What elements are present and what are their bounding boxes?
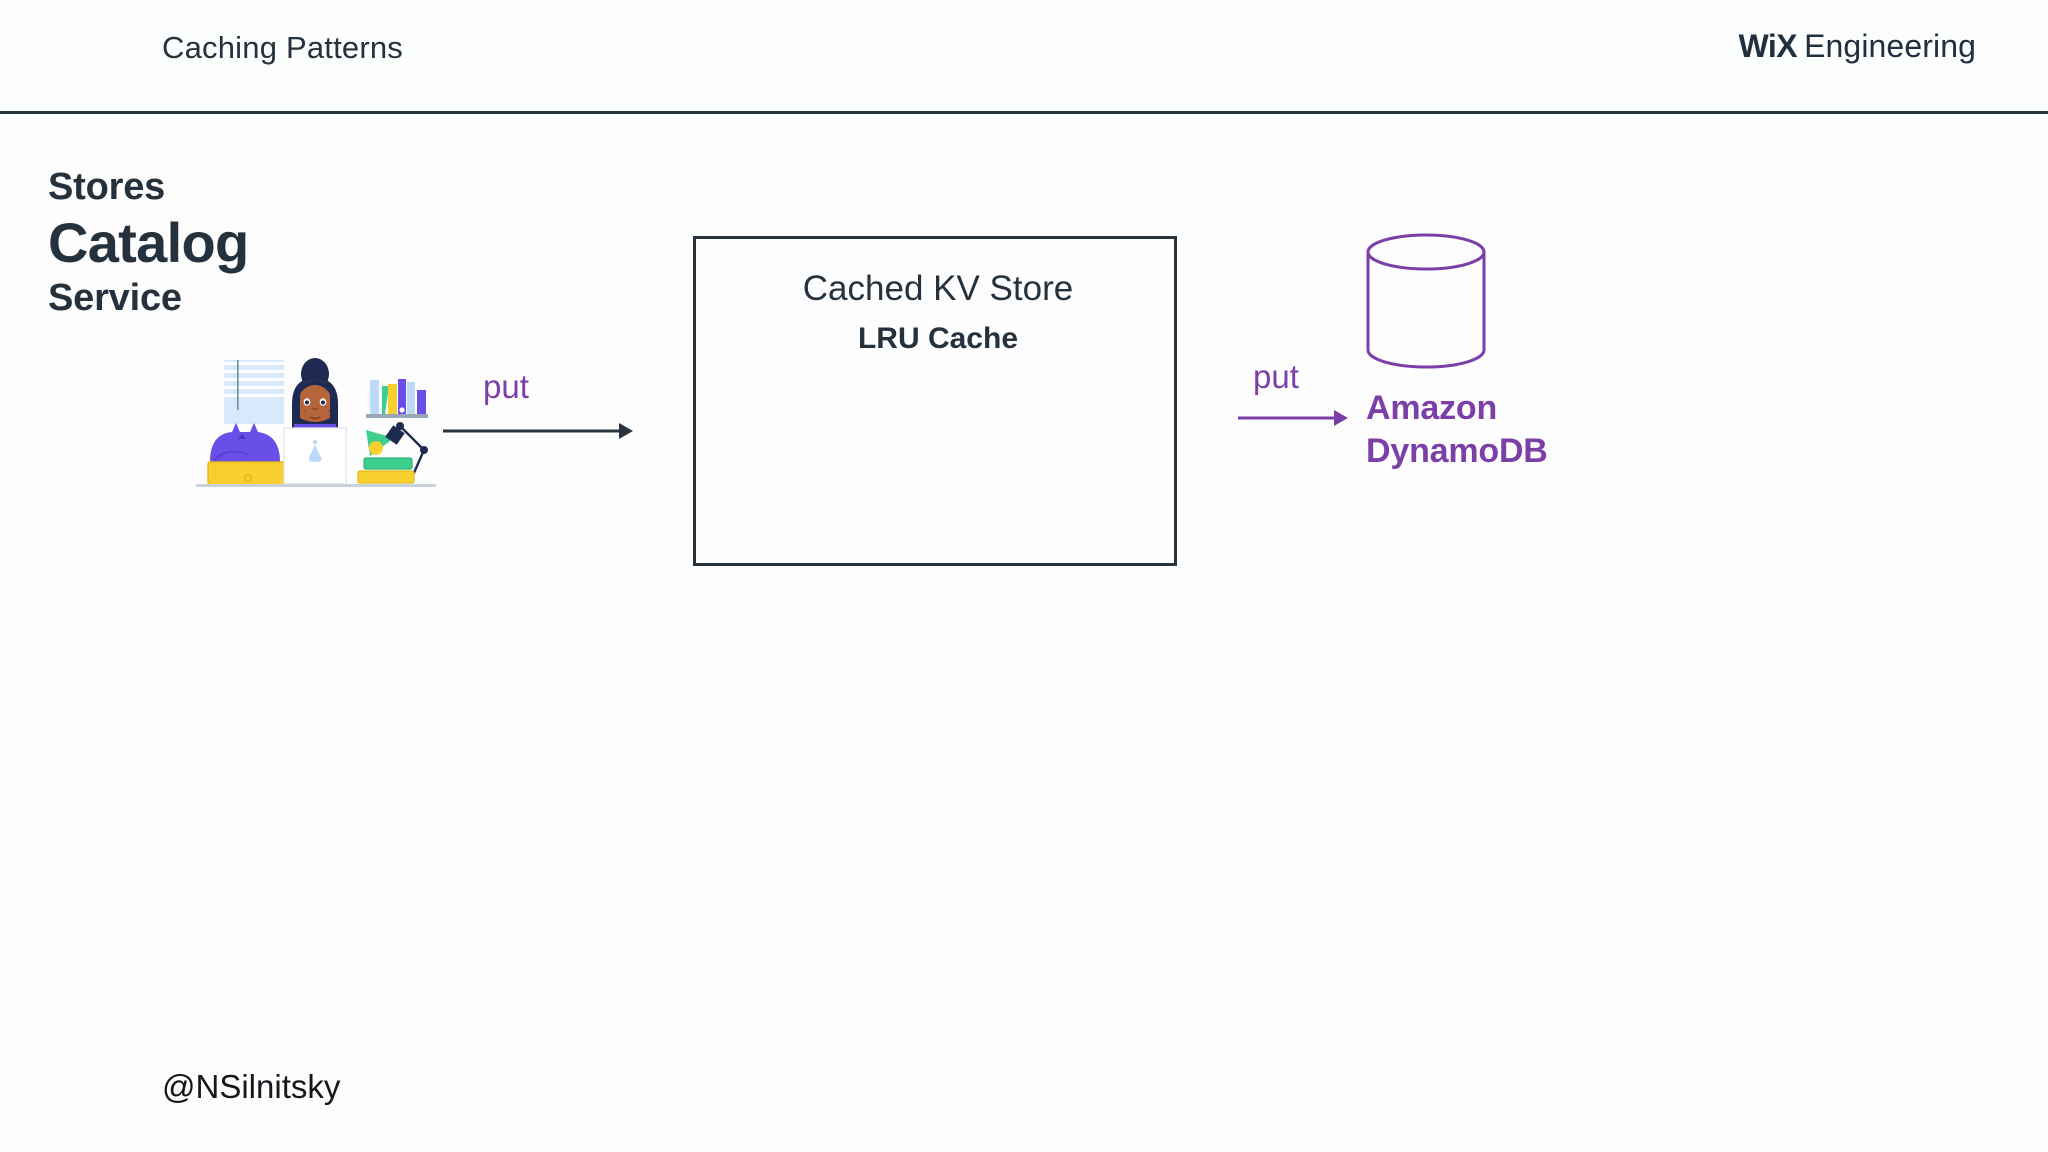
arrow-put-to-db	[1238, 405, 1348, 431]
brand-wix-mark: WiX	[1738, 28, 1798, 64]
database-label-line1: Amazon	[1366, 389, 1498, 427]
database-cylinder-icon	[1362, 232, 1490, 370]
kv-store-title: Cached KV Store	[802, 269, 1074, 308]
service-title-block: Stores Catalog Service	[48, 166, 249, 319]
title-line-stores: Stores	[48, 166, 166, 208]
arrow-put-to-cache-label: put	[483, 368, 529, 405]
database-label: Amazon DynamoDB	[1366, 387, 1548, 472]
desk-surface	[196, 484, 436, 487]
bookshelf-icon	[366, 379, 428, 418]
developer-at-desk-illustration	[196, 352, 436, 492]
drawer-icon	[207, 461, 289, 486]
cat-icon	[210, 423, 280, 463]
header-divider	[0, 111, 2048, 114]
window-icon	[224, 360, 284, 424]
arrow-put-to-db-label: put	[1253, 358, 1299, 395]
title-line-service: Service	[48, 276, 182, 319]
lru-cache-subtitle: LRU Cache	[857, 322, 1019, 355]
arrow-put-to-cache	[443, 418, 633, 444]
book-stack-icon	[357, 457, 415, 484]
cached-kv-store-box: Cached KV Store LRU Cache	[693, 236, 1177, 566]
laptop-icon	[283, 427, 347, 485]
author-handle: @NSilnitsky	[162, 1068, 341, 1105]
database-label-line2: DynamoDB	[1366, 431, 1548, 470]
page-title: Caching Patterns	[162, 30, 403, 65]
brand-engineering-word: Engineering	[1804, 28, 1976, 64]
title-line-catalog: Catalog	[48, 210, 249, 274]
